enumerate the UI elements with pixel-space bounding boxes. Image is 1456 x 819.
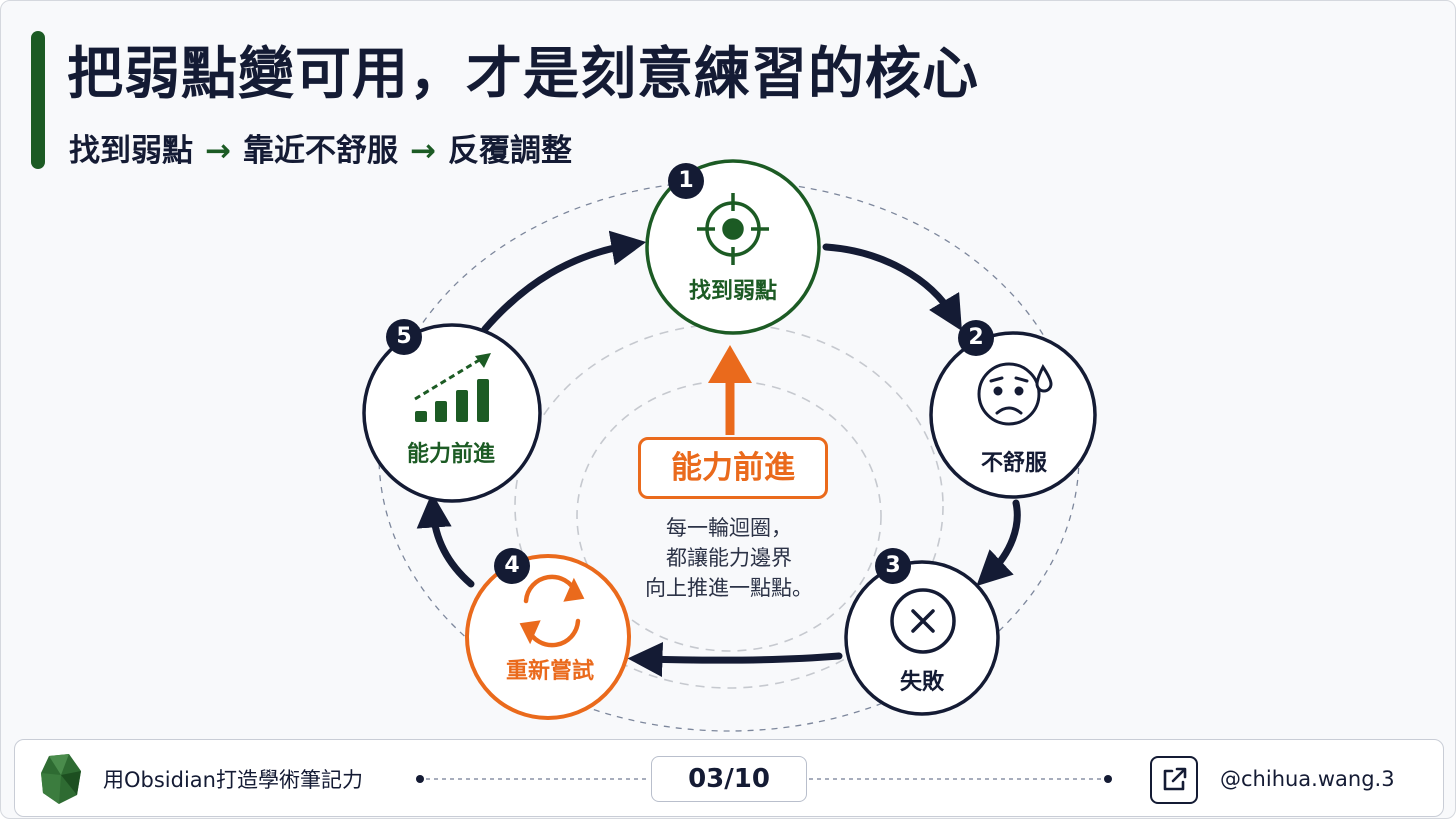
arrow-3-to-4 <box>627 642 843 678</box>
target-icon <box>697 193 769 265</box>
subtitle-step-2: 靠近不舒服 <box>242 133 398 169</box>
subtitle-arrow-icon: → <box>409 133 436 169</box>
subtitle-step-1: 找到弱點 <box>69 133 193 169</box>
arrow-4-to-5 <box>416 492 475 588</box>
node-5-number-badge: 5 <box>386 319 422 355</box>
series-title: 用Obsidian打造學術筆記力 <box>103 768 363 792</box>
author-handle: @chihua.wang.3 <box>1220 767 1395 791</box>
arrow-2-to-3 <box>976 499 1021 587</box>
arrow-1-to-2 <box>822 243 962 332</box>
page-title: 把弱點變可用，才是刻意練習的核心 <box>67 42 979 107</box>
subtitle-arrow-icon: → <box>205 133 231 169</box>
center-note-line: 每一輪迴圈， <box>666 516 792 540</box>
center-note: 每一輪迴圈， 都讓能力邊界 向上推進一點點。 <box>609 513 849 603</box>
center-note-line: 都讓能力邊界 <box>666 546 792 570</box>
center-note-line: 向上推進一點點。 <box>645 576 813 600</box>
node-5-circle <box>362 323 542 503</box>
subtitle-step-3: 反覆調整 <box>447 133 572 169</box>
node-1-number-badge: 1 <box>668 163 704 199</box>
node-3-label: 失敗 <box>899 670 945 695</box>
node-3-circle <box>844 560 1000 716</box>
share-button[interactable] <box>1150 756 1198 804</box>
subtitle: 找到弱點 → 靠近不舒服 → 反覆調整 <box>69 125 572 170</box>
arrow-5-to-1 <box>481 230 647 333</box>
node-4-label: 重新嘗試 <box>505 659 595 684</box>
node-2-circle <box>929 331 1097 499</box>
node-4-number-badge: 4 <box>494 548 530 584</box>
page-indicator: 03/10 <box>651 756 807 802</box>
title-accent-bar <box>31 31 45 169</box>
node-2-label: 不舒服 <box>980 451 1048 476</box>
node-1-label: 找到弱點 <box>688 279 778 304</box>
node-2-number-badge: 2 <box>958 320 994 356</box>
center-up-arrowhead <box>708 345 752 383</box>
refresh-icon <box>519 574 585 648</box>
node-4-circle <box>465 554 631 720</box>
growth-chart-icon <box>414 353 491 422</box>
worried-face-icon <box>977 362 1053 426</box>
node-5-label: 能力前進 <box>406 442 496 467</box>
obsidian-logo-icon <box>41 754 81 804</box>
x-circle-icon <box>890 588 956 654</box>
share-icon <box>1163 767 1187 791</box>
node-3-number-badge: 3 <box>875 548 911 584</box>
center-label-box: 能力前進 <box>638 437 828 499</box>
